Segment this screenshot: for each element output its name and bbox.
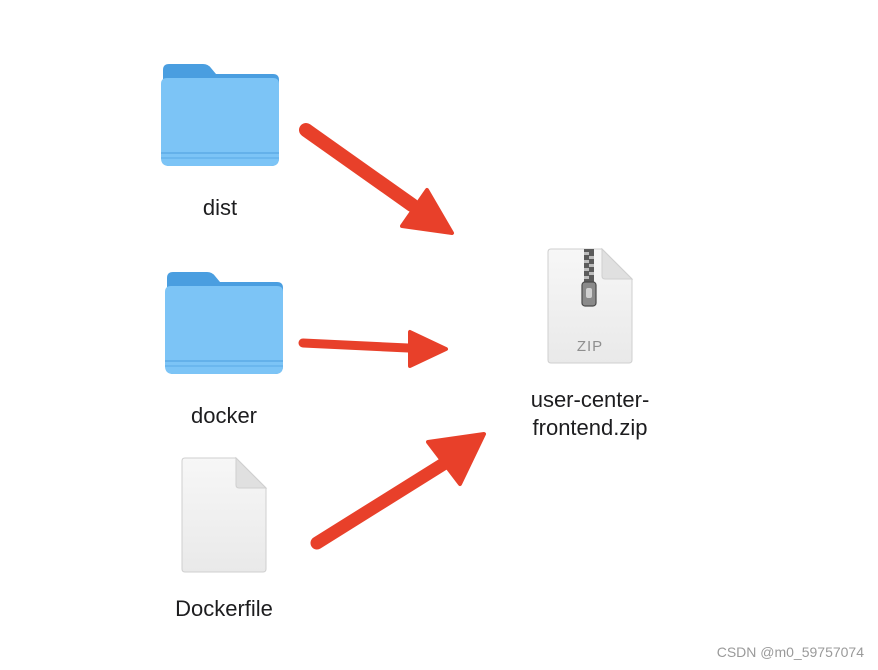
file-name-zip-line2: frontend.zip bbox=[532, 415, 648, 440]
file-name-zip-line1: user-center- bbox=[530, 387, 650, 412]
arrow-docker-to-zip bbox=[298, 330, 448, 368]
folder-icon bbox=[163, 270, 285, 376]
file-item-docker[interactable]: docker bbox=[152, 270, 296, 430]
document-icon bbox=[178, 455, 270, 575]
watermark: CSDN @m0_59757074 bbox=[716, 644, 864, 660]
file-name-zip: user-center- frontend.zip bbox=[500, 386, 680, 442]
file-item-zip[interactable]: ZIP user-center- frontend.zip bbox=[500, 246, 680, 442]
zip-archive-icon: ZIP bbox=[544, 246, 636, 366]
zip-type-label: ZIP bbox=[576, 338, 604, 355]
file-item-dist[interactable]: dist bbox=[148, 62, 292, 222]
file-item-dockerfile[interactable]: Dockerfile bbox=[152, 455, 296, 623]
arrow-dockerfile-to-zip bbox=[310, 432, 486, 550]
folder-icon bbox=[159, 62, 281, 168]
file-name-dockerfile: Dockerfile bbox=[175, 596, 273, 621]
file-name-docker: docker bbox=[190, 403, 258, 428]
file-name-dist: dist bbox=[202, 195, 238, 220]
arrow-dist-to-zip bbox=[299, 123, 454, 235]
